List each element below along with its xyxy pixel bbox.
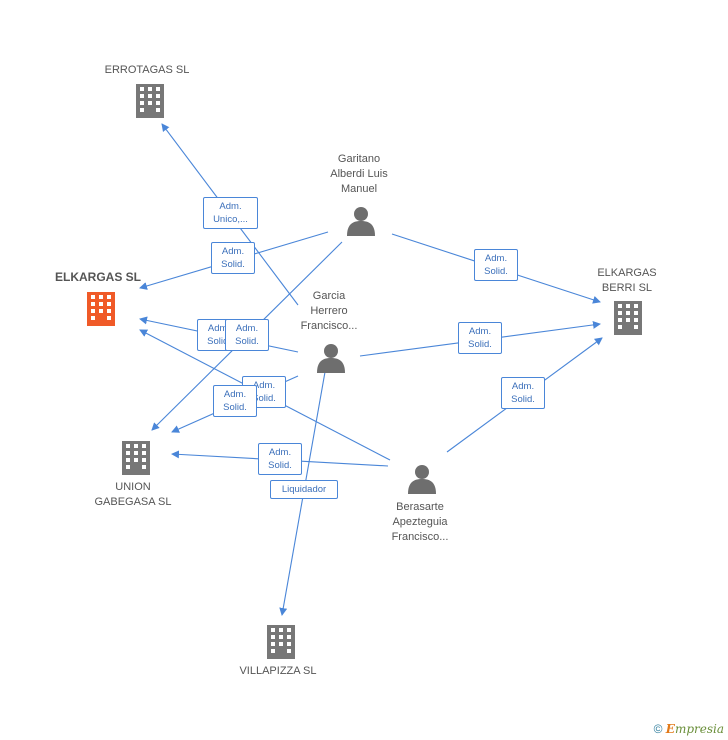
person-icon (347, 207, 375, 236)
copyright-icon: © (653, 722, 663, 736)
person-label-garcia[interactable]: Garcia Herrero Francisco... (300, 290, 358, 332)
building-icon (87, 292, 115, 326)
role-badge-adm-solid: Adm. Solid. (211, 242, 255, 274)
role-badge-adm-solid: Adm. Solid. (213, 385, 257, 417)
building-icon (614, 301, 642, 335)
building-icon (267, 625, 295, 659)
role-badge-adm-solid: Adm. Solid. (474, 249, 518, 281)
person-label-berasarte[interactable]: Berasarte Apezteguia Francisco... (391, 501, 449, 543)
company-label-elkargas[interactable]: ELKARGAS SL (54, 270, 141, 284)
building-icon (122, 441, 150, 475)
person-label-garitano[interactable]: Garitano Alberdi Luis Manuel (330, 153, 388, 195)
role-badge-liquidador: Liquidador (270, 480, 338, 499)
company-label-elkargas-berri[interactable]: ELKARGAS BERRI SL (597, 267, 657, 294)
role-badge-adm-solid: Adm. Solid. (258, 443, 302, 475)
role-badge-adm-unico: Adm. Unico,... (203, 197, 258, 229)
company-label-errotagas[interactable]: ERROTAGAS SL (104, 64, 190, 76)
role-badge-adm-solid: Adm. Solid. (501, 377, 545, 409)
brand-logo: Empresia (665, 722, 724, 736)
footer-brand[interactable]: © Empresia (654, 722, 724, 736)
person-icon (408, 465, 436, 494)
building-icon (136, 84, 164, 118)
role-badge-adm-solid: Adm. Solid. (225, 319, 269, 351)
company-label-villapizza[interactable]: VILLAPIZZA SL (239, 665, 317, 677)
person-icon (317, 344, 345, 373)
role-badge-adm-solid: Adm. Solid. (458, 322, 502, 354)
company-label-union[interactable]: UNION GABEGASA SL (94, 481, 172, 508)
